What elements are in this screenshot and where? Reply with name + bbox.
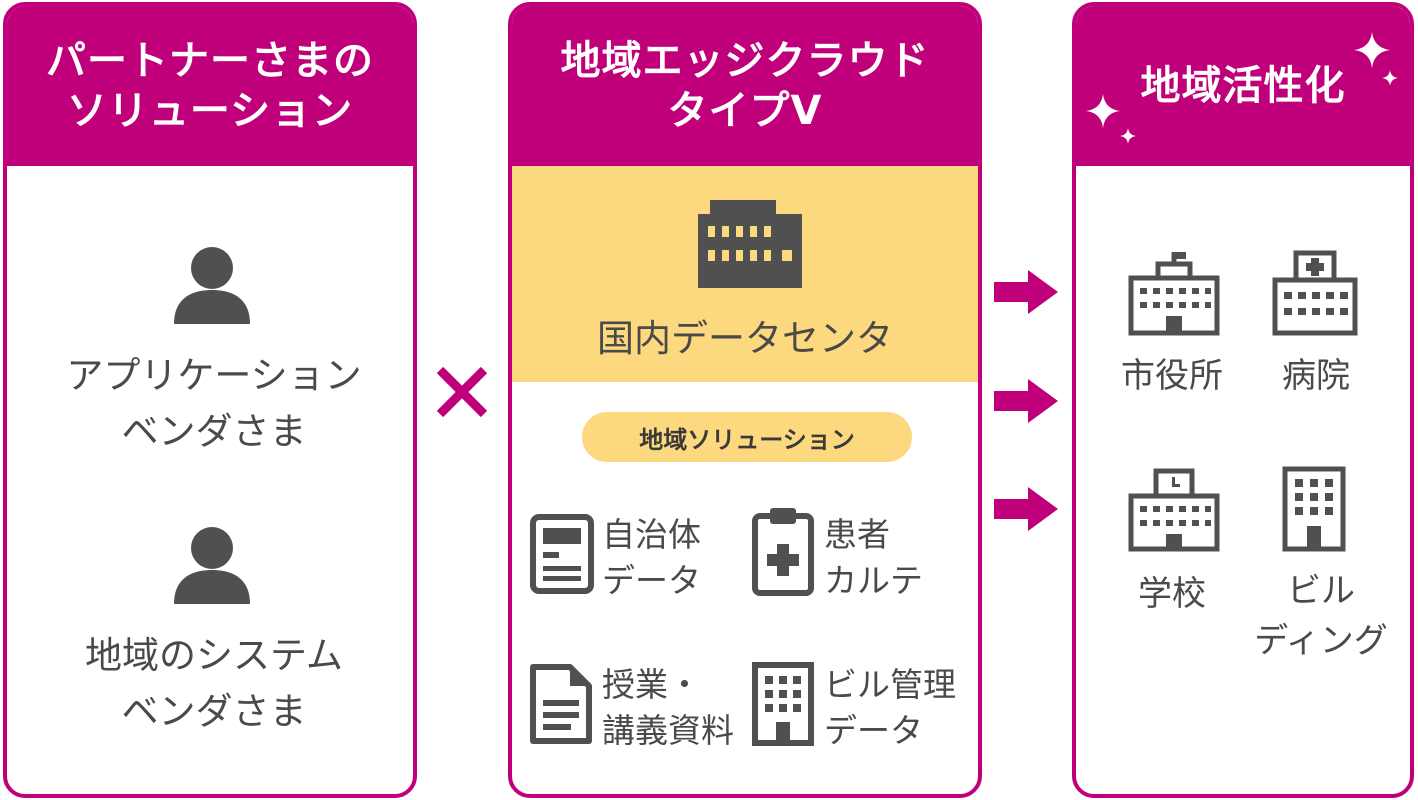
partner-solutions-panel: パートナーさまの ソリューション アプリケーション ベンダさま 地域のシステム … <box>3 2 417 798</box>
medical-clipboard-icon <box>752 508 814 596</box>
sparkle-icon <box>1086 94 1120 128</box>
office-building-icon <box>1282 466 1346 552</box>
revitalization-title: 地域活性化 <box>1140 63 1346 109</box>
file-icon <box>530 664 592 744</box>
arrow-right-icon <box>994 379 1058 423</box>
place-hospital: 病院 <box>1282 356 1350 396</box>
place-school: 学校 <box>1138 574 1206 614</box>
revitalization-panel: 地域活性化 市役所 <box>1072 2 1414 798</box>
solution-label-line1: 自治体 <box>602 515 701 554</box>
solution-label-line2: データ <box>824 711 923 750</box>
place-label-line1: ビル <box>1287 571 1355 611</box>
arrow-right-icon <box>994 487 1058 531</box>
datacenter-band: 国内データセンタ <box>512 166 978 382</box>
edge-cloud-title-line2: タイプV <box>667 88 823 134</box>
place-label-line2: ディング <box>1254 621 1388 661</box>
solution-class-materials: 授業・ 講義資料 <box>602 662 734 754</box>
arrow-right-icon <box>994 270 1058 314</box>
solution-label-line1: ビル管理 <box>824 665 956 704</box>
place-city-hall: 市役所 <box>1121 356 1223 396</box>
vendor-label-line2: ベンダさま <box>121 690 307 733</box>
place-building: ビル ディング <box>1226 566 1410 666</box>
vendor-label-application: アプリケーション ベンダさま <box>24 348 404 460</box>
solution-label-line2: カルテ <box>824 561 923 600</box>
vendor-label-line1: アプリケーション <box>66 354 362 397</box>
hospital-icon <box>1272 250 1358 336</box>
revitalization-header: 地域活性化 <box>1076 6 1410 166</box>
person-icon <box>174 527 250 604</box>
datacenter-building-icon <box>698 200 802 288</box>
solution-label-line2: 講義資料 <box>602 711 734 750</box>
partner-title-line1: パートナーさまの <box>46 38 374 84</box>
vendor-label-line2: ベンダさま <box>121 410 307 453</box>
solution-building-data: ビル管理 データ <box>824 662 956 754</box>
solution-label-line1: 患者 <box>824 515 890 554</box>
multiply-icon <box>436 366 488 418</box>
sparkle-icon <box>1120 128 1136 144</box>
person-icon <box>174 247 250 324</box>
document-icon <box>530 514 594 594</box>
sparkle-icon <box>1354 32 1390 68</box>
vendor-label-line1: 地域のシステム <box>85 634 343 677</box>
datacenter-label: 国内データセンタ <box>597 317 893 360</box>
partner-title-line2: ソリューション <box>66 88 354 134</box>
sparkle-icon <box>1382 70 1398 86</box>
solution-label-line2: データ <box>602 561 701 600</box>
solution-municipal-data: 自治体 データ <box>602 512 701 604</box>
solution-patient-records: 患者 カルテ <box>824 512 923 604</box>
city-hall-icon <box>1128 252 1220 336</box>
school-icon <box>1128 468 1220 552</box>
solution-label-line1: 授業・ <box>602 665 701 704</box>
edge-cloud-header: 地域エッジクラウド タイプV <box>512 6 978 166</box>
edge-cloud-panel: 地域エッジクラウド タイプV 国内データセンタ 地域ソリューション 自治体 デー… <box>508 2 982 798</box>
regional-solutions-pill: 地域ソリューション <box>582 412 912 462</box>
multiply-operator-text: × <box>440 366 484 410</box>
partner-solutions-header: パートナーさまの ソリューション <box>7 6 413 166</box>
building-icon <box>752 662 814 746</box>
edge-cloud-title-line1: 地域エッジクラウド <box>560 38 930 84</box>
vendor-label-system: 地域のシステム ベンダさま <box>24 628 404 740</box>
